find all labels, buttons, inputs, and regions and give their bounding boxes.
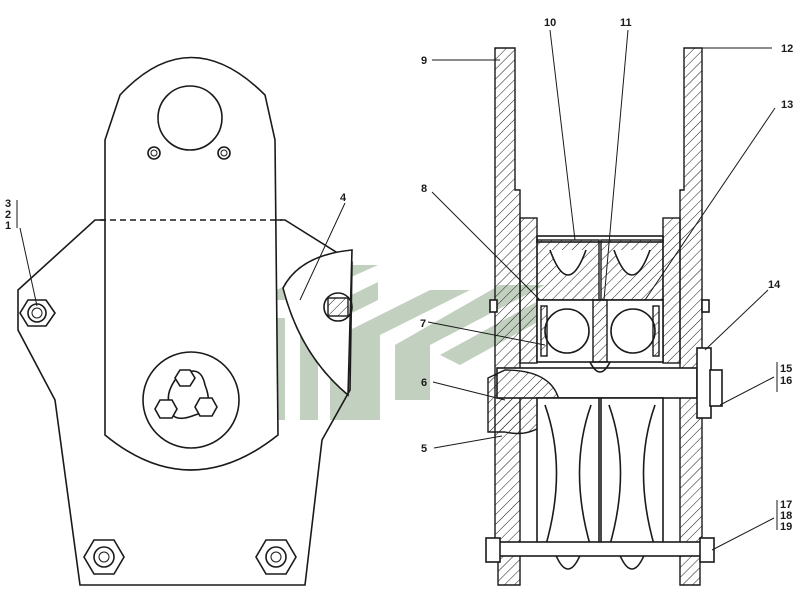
small-hole-right — [217, 146, 231, 160]
callout-11: 11 — [620, 17, 632, 29]
side-view — [17, 56, 353, 586]
callout-18: 18 — [780, 510, 792, 522]
strap-plate — [104, 56, 279, 471]
top-eye-hole — [157, 85, 223, 151]
leader-lines — [16, 29, 778, 551]
callout-2: 2 — [5, 209, 11, 221]
bottom-bolt-nut-right — [699, 537, 715, 563]
cam-pin — [323, 292, 353, 322]
callout-8: 8 — [421, 183, 427, 195]
callout-19: 19 — [780, 521, 792, 533]
section-view — [485, 47, 723, 586]
small-hole-left — [147, 146, 161, 160]
cam-segment — [282, 249, 353, 397]
bottom-bolt-head-left — [485, 537, 501, 563]
callout-12: 12 — [781, 43, 793, 55]
bearing-ball-left — [544, 308, 590, 354]
spacer-right — [662, 217, 681, 364]
cheek-plate-outline — [17, 219, 353, 586]
center-ring — [592, 299, 608, 363]
nut-c — [154, 399, 178, 419]
sheave-lower-right — [600, 397, 664, 549]
callout-10: 10 — [544, 17, 556, 29]
callout-6: 6 — [421, 377, 427, 389]
sheave-lower-left — [536, 397, 600, 549]
lock-wire — [167, 370, 210, 420]
callout-14: 14 — [768, 279, 781, 291]
callout-4: 4 — [340, 192, 347, 204]
callout-15: 15 — [780, 363, 792, 375]
lock-washer — [709, 369, 723, 407]
callout-7: 7 — [420, 318, 426, 330]
right-cheek-section — [679, 47, 703, 586]
callout-13: 13 — [781, 99, 793, 111]
axle-boss — [142, 351, 240, 449]
callout-17: 17 — [780, 499, 792, 511]
callout-5: 5 — [421, 443, 427, 455]
bolt-head-left — [19, 299, 56, 327]
end-plate — [696, 347, 712, 419]
callout-9: 9 — [421, 55, 427, 67]
callout-1: 1 — [5, 220, 11, 232]
nut-a — [174, 369, 196, 387]
bottom-nut-right — [255, 539, 297, 575]
callout-16: 16 — [780, 375, 792, 387]
left-cheek-section — [494, 47, 521, 586]
bearing-ball-right — [610, 308, 656, 354]
bottom-bolt — [496, 541, 704, 557]
callout-labels: 3 2 1 4 5 6 7 8 9 10 11 12 13 14 15 16 1… — [5, 17, 793, 533]
bottom-nut-left — [83, 539, 125, 575]
callout-3: 3 — [5, 198, 11, 210]
nut-b — [194, 397, 218, 417]
